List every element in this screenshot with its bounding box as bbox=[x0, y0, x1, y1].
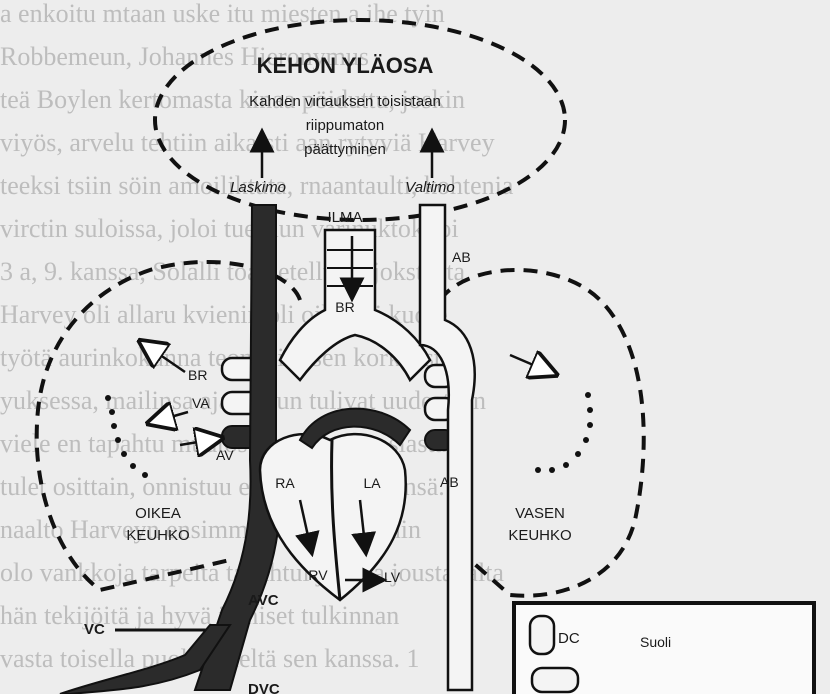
pulmonary-trunk bbox=[298, 407, 412, 450]
right-lung-br-label: BR bbox=[188, 367, 207, 383]
vc-label: VC bbox=[84, 621, 105, 638]
vc-branch bbox=[59, 624, 232, 694]
subtitle-line-1: Kahden virtauksen toisistaan bbox=[249, 93, 441, 110]
avc-label: AVC bbox=[248, 592, 279, 609]
la-label: LA bbox=[363, 475, 381, 491]
right-lung-label-2: KEUHKO bbox=[126, 527, 189, 544]
diagram-title: KEHON YLÄOSA bbox=[257, 53, 434, 78]
background-text-line: viyös, arvelu tehtiin aikaisti aan rytyv… bbox=[0, 128, 495, 157]
subtitle-line-2: riippumaton bbox=[306, 117, 384, 134]
left-lung-dots bbox=[535, 392, 593, 473]
ab-top-label: AB bbox=[452, 249, 471, 265]
va-arrow bbox=[160, 412, 189, 420]
flow-arrow-ra-rv bbox=[295, 499, 320, 558]
background-text-line: hän tekijöitä ja hyvä ihmiset tulkinnan bbox=[0, 601, 399, 630]
subtitle-line-3: päättyminen bbox=[304, 141, 386, 158]
trachea bbox=[278, 228, 432, 383]
background-text-line: teä Boylen kertomasta kinaa pöiduttu, jo… bbox=[0, 85, 465, 114]
vein-label: Laskimo bbox=[230, 179, 286, 196]
ra-label: RA bbox=[275, 475, 295, 491]
suoli-label: Suoli bbox=[640, 634, 671, 650]
flow-arrow-la-lv bbox=[351, 499, 377, 558]
right-lung-outline bbox=[34, 259, 302, 593]
upper-body-outline bbox=[153, 18, 567, 222]
right-lung-label-1: OIKEA bbox=[135, 505, 181, 522]
left-lung-label-2: KEUHKO bbox=[508, 527, 571, 544]
av-label: AV bbox=[216, 447, 234, 463]
av-arrow bbox=[179, 440, 210, 445]
dvc-label: DVC bbox=[248, 681, 280, 694]
background-text-line: teeksi tsiin söin amoiliktuta, rnaantaul… bbox=[0, 171, 514, 200]
left-lung-label-1: VASEN bbox=[515, 505, 565, 522]
va-label: VA bbox=[192, 395, 210, 411]
bronchus-label: BR bbox=[335, 299, 354, 315]
background-text-line: a enkoitu mtaan uske itu miesten a ihe t… bbox=[0, 0, 445, 28]
dc-icon bbox=[528, 614, 556, 656]
right-lung-dots bbox=[105, 395, 148, 478]
air-label: ILMA bbox=[327, 209, 362, 226]
ab-mid-label: AB bbox=[440, 474, 459, 490]
br-arrow bbox=[150, 348, 186, 374]
rv-label: RV bbox=[308, 567, 328, 583]
artery-label: Valtimo bbox=[405, 179, 454, 196]
left-lung-arrow bbox=[509, 355, 545, 370]
background-text-line: virctin suloissa, joloi tuesuun varinukt… bbox=[0, 214, 459, 243]
left-lung-outline bbox=[438, 268, 646, 598]
aorta bbox=[418, 203, 476, 692]
background-text-line: 3 a, 9. kanssa, Solalli toan etelluiaa j… bbox=[0, 257, 465, 286]
intestine-vessel-2 bbox=[530, 666, 580, 694]
lv-label: LV bbox=[384, 569, 401, 585]
dc-label: DC bbox=[558, 630, 580, 647]
heart-septum bbox=[330, 439, 342, 601]
